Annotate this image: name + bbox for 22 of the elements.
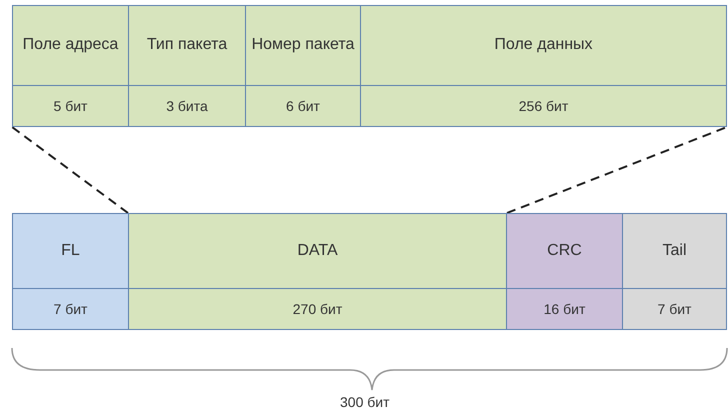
- field-name: Номер пакета: [250, 35, 356, 56]
- packet-field: [506, 213, 623, 330]
- packet-field: [245, 5, 361, 127]
- packet-field: [12, 5, 129, 127]
- packet-field: [128, 5, 246, 127]
- total-size-label: 300 бит: [340, 394, 390, 410]
- field-name: Tail: [661, 240, 688, 261]
- field-size: 270 бит: [129, 288, 506, 329]
- field-name: Поле адреса: [22, 35, 120, 56]
- packet-field: [360, 5, 727, 127]
- packet-field: [622, 213, 727, 330]
- packet-field: [128, 213, 507, 330]
- field-name: FL: [60, 240, 81, 261]
- field-name: CRC: [546, 240, 583, 261]
- field-name: Поле данных: [493, 35, 594, 56]
- dashed-connector: [506, 126, 728, 214]
- field-name: Тип пакета: [146, 35, 228, 56]
- packet-field: [12, 213, 129, 330]
- field-size: 256 бит: [361, 85, 726, 126]
- dashed-connector: [11, 126, 129, 214]
- field-name: DATA: [296, 240, 339, 261]
- field-size: 7 бит: [623, 288, 726, 329]
